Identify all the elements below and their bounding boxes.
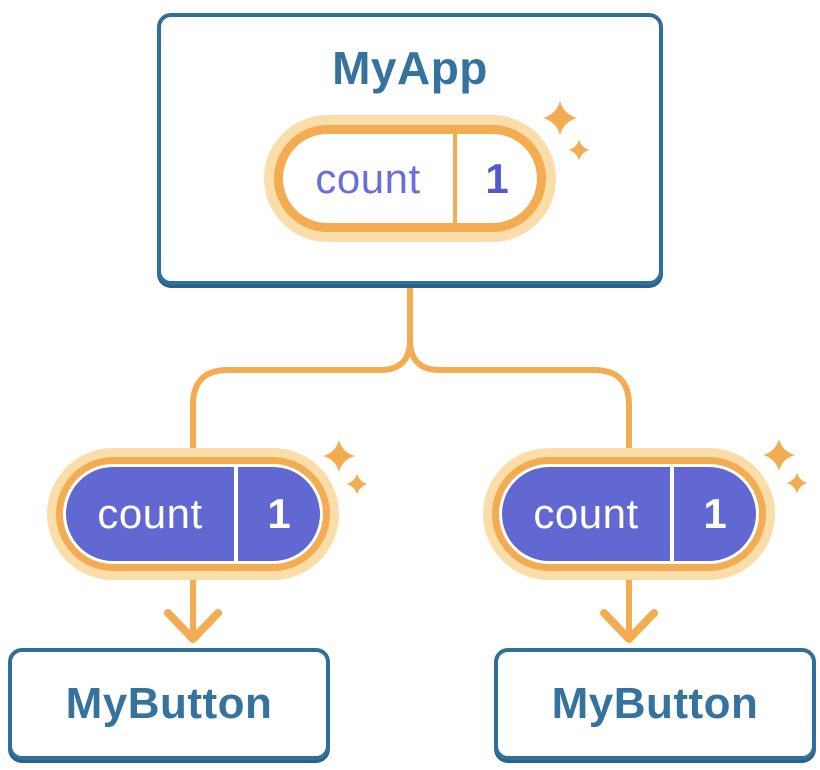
arrow-down-icon bbox=[164, 609, 222, 643]
prop-pill-value-segment: 1 bbox=[674, 467, 756, 561]
state-label: count bbox=[315, 154, 421, 202]
connector-right-branch bbox=[407, 280, 632, 636]
connector-left-branch bbox=[190, 280, 413, 636]
prop-value: 1 bbox=[267, 490, 291, 537]
component-name-myapp: MyApp bbox=[332, 42, 488, 94]
state-value: 1 bbox=[485, 154, 509, 202]
pill-divider bbox=[453, 134, 457, 223]
prop-value: 1 bbox=[703, 490, 727, 537]
sparkle-icon bbox=[323, 440, 355, 472]
component-name-mybutton: MyButton bbox=[65, 679, 273, 728]
arrow-down-icon bbox=[600, 609, 658, 643]
pill-divider bbox=[670, 467, 674, 561]
state-pill-label-segment: count bbox=[283, 134, 453, 223]
prop-pill-label-segment: count bbox=[66, 467, 234, 561]
prop-pill-left: count 1 bbox=[63, 464, 323, 564]
prop-pill-label-segment: count bbox=[502, 467, 670, 561]
sparkle-icon bbox=[763, 439, 795, 471]
component-name-mybutton: MyButton bbox=[551, 679, 759, 728]
prop-label: count bbox=[97, 490, 203, 537]
state-pill-value-segment: 1 bbox=[457, 134, 537, 223]
component-card-mybutton-right: MyButton bbox=[494, 648, 816, 760]
sparkle-icon bbox=[346, 473, 368, 495]
sparkle-icon bbox=[786, 472, 808, 494]
state-pill-root: count 1 bbox=[274, 125, 546, 232]
component-card-mybutton-left: MyButton bbox=[8, 648, 330, 760]
prop-pill-value-segment: 1 bbox=[238, 467, 320, 561]
prop-label: count bbox=[533, 490, 639, 537]
prop-pill-right: count 1 bbox=[499, 464, 759, 564]
